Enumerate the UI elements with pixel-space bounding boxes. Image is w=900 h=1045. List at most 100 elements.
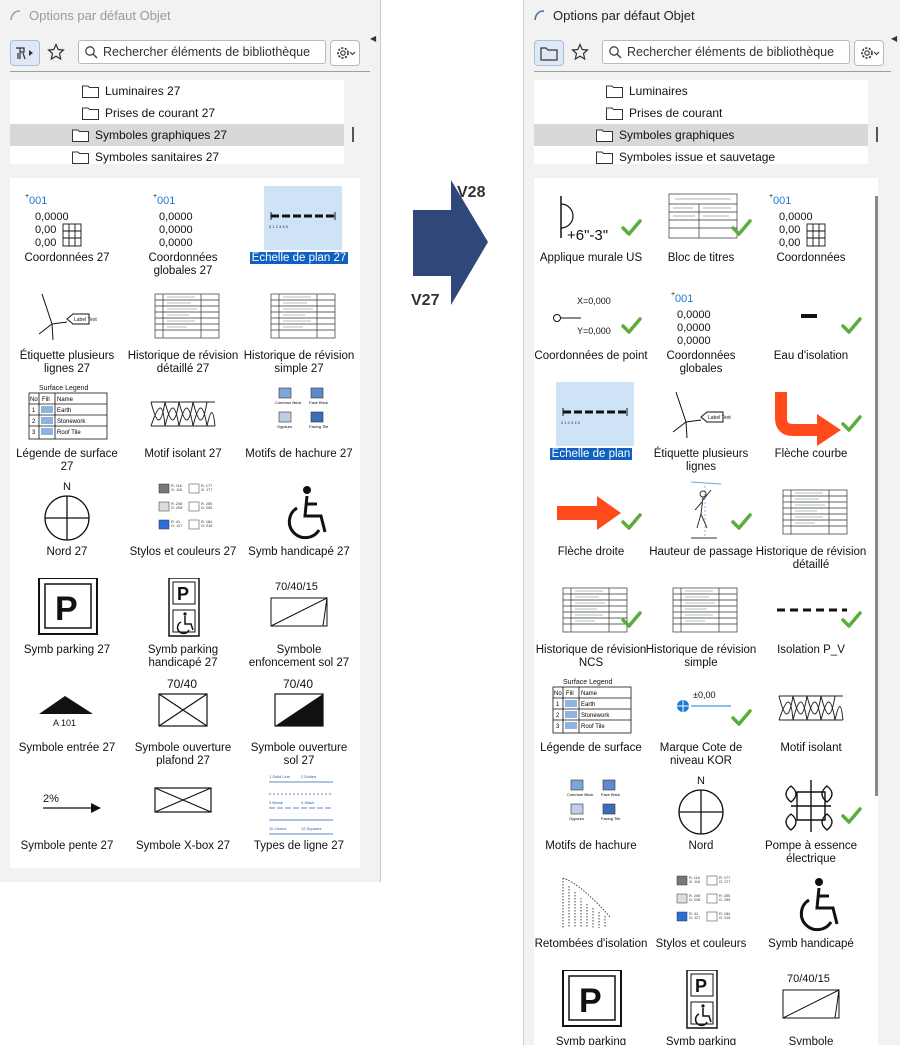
folder-icon (606, 85, 623, 98)
library-item[interactable]: Retombées d'isolation (534, 870, 648, 968)
library-item[interactable]: Historique de révision détaillé (754, 478, 868, 576)
library-item[interactable]: Hauteur de passage (644, 478, 758, 576)
favorites-button[interactable] (42, 40, 70, 64)
svg-text:G: 208: G: 208 (689, 898, 700, 902)
tree-folder-item[interactable]: Prises de courant (534, 102, 868, 124)
headroom-icon (690, 481, 722, 539)
library-item[interactable]: Flèche droite (534, 478, 648, 576)
check-icon (731, 219, 752, 236)
search-input[interactable]: Rechercher éléments de bibliothèque (602, 40, 850, 64)
tree-folder-item[interactable]: Symboles issue et sauvetage (534, 146, 868, 168)
wheelchair-icon (287, 486, 327, 540)
svg-text:+: + (25, 193, 29, 200)
library-item[interactable]: Eau d'isolation (754, 282, 868, 380)
grid-scrollbar[interactable] (875, 196, 878, 796)
tree-folder-item[interactable]: Symboles sanitaires 27 (10, 146, 344, 168)
svg-text:Earth: Earth (57, 408, 71, 414)
svg-text:R: 208: R: 208 (689, 894, 700, 898)
library-item-label: Motifs de hachure 27 (245, 448, 353, 460)
library-item[interactable]: +6"-3"Applique murale US (534, 184, 648, 282)
svg-text:0,00: 0,00 (779, 237, 800, 249)
settings-button[interactable] (854, 40, 884, 66)
window-title: Options par défaut Objet (29, 7, 171, 23)
svg-text:2 Dotted: 2 Dotted (301, 774, 316, 779)
library-item[interactable]: Historique de révision NCS (534, 576, 648, 674)
collapse-arrow-icon[interactable]: ◀ (891, 34, 898, 43)
library-item[interactable]: Symb handicapé 27 (242, 478, 356, 576)
svg-text:G: 127: G: 127 (171, 524, 182, 528)
app-icon (534, 10, 545, 21)
multiline-label-icon: Label Text (38, 293, 97, 341)
svg-text:G: 255: G: 255 (201, 506, 212, 510)
library-item[interactable]: Flèche courbe (754, 380, 868, 478)
favorites-button[interactable] (566, 40, 594, 64)
version-arrow-icon (413, 180, 488, 305)
library-item-label: Symb parking handicapé 27 (147, 644, 219, 669)
tree-folder-item[interactable]: Symboles graphiques (534, 124, 868, 146)
right-panel-v28: Options par défaut Objet ◀ Rechercher él… (523, 0, 900, 1045)
tree-folder-item[interactable]: Prises de courant 27 (10, 102, 344, 124)
tree-folder-item[interactable]: Luminaires 27 (10, 80, 344, 102)
svg-text:0,0000: 0,0000 (677, 335, 711, 347)
library-item[interactable]: Symbole X-box 27 (126, 772, 240, 870)
search-input[interactable]: Rechercher éléments de bibliothèque (78, 40, 326, 64)
svg-text:Surface Legend: Surface Legend (39, 385, 89, 392)
collapse-arrow-icon[interactable]: ◀ (370, 34, 377, 43)
library-item[interactable]: Historique de révision détaillé 27 (126, 282, 240, 380)
library-item[interactable]: Isolation P_V (754, 576, 868, 674)
settings-button[interactable] (330, 40, 360, 66)
scale-bar-icon: 0 1 2 3 4 5 (264, 186, 342, 250)
tree-scrollbar[interactable] (876, 127, 878, 142)
library-item[interactable]: 2%Symbole pente 27 (10, 772, 124, 870)
library-item[interactable]: Bloc de titres (644, 184, 758, 282)
floor-recess-icon: 70/40/15 (270, 581, 328, 627)
tree-scrollbar[interactable] (352, 127, 354, 142)
tree-folder-item[interactable]: Symboles graphiques 27 (10, 124, 344, 146)
check-icon (841, 415, 862, 432)
library-item[interactable]: Historique de révision simple 27 (242, 282, 356, 380)
library-item[interactable]: Pompe à essence électrique (754, 772, 868, 870)
library-item[interactable]: Motif isolant (754, 674, 868, 772)
gear-icon (337, 47, 356, 59)
object-type-button[interactable] (10, 40, 40, 66)
tree-folder-item[interactable]: Luminaires (534, 80, 868, 102)
left-panel-v27: Options par défaut Objet ◀ Rechercher él… (0, 0, 381, 882)
library-item[interactable]: Historique de révision simple (644, 576, 758, 674)
folder-view-button[interactable] (534, 40, 564, 66)
library-item[interactable]: Symb handicapé (754, 870, 868, 968)
library-item-label: Symbole entrée 27 (18, 742, 116, 754)
revision-table-icon (672, 587, 738, 633)
star-icon (571, 43, 589, 61)
library-item[interactable]: Motif isolant 27 (126, 380, 240, 478)
